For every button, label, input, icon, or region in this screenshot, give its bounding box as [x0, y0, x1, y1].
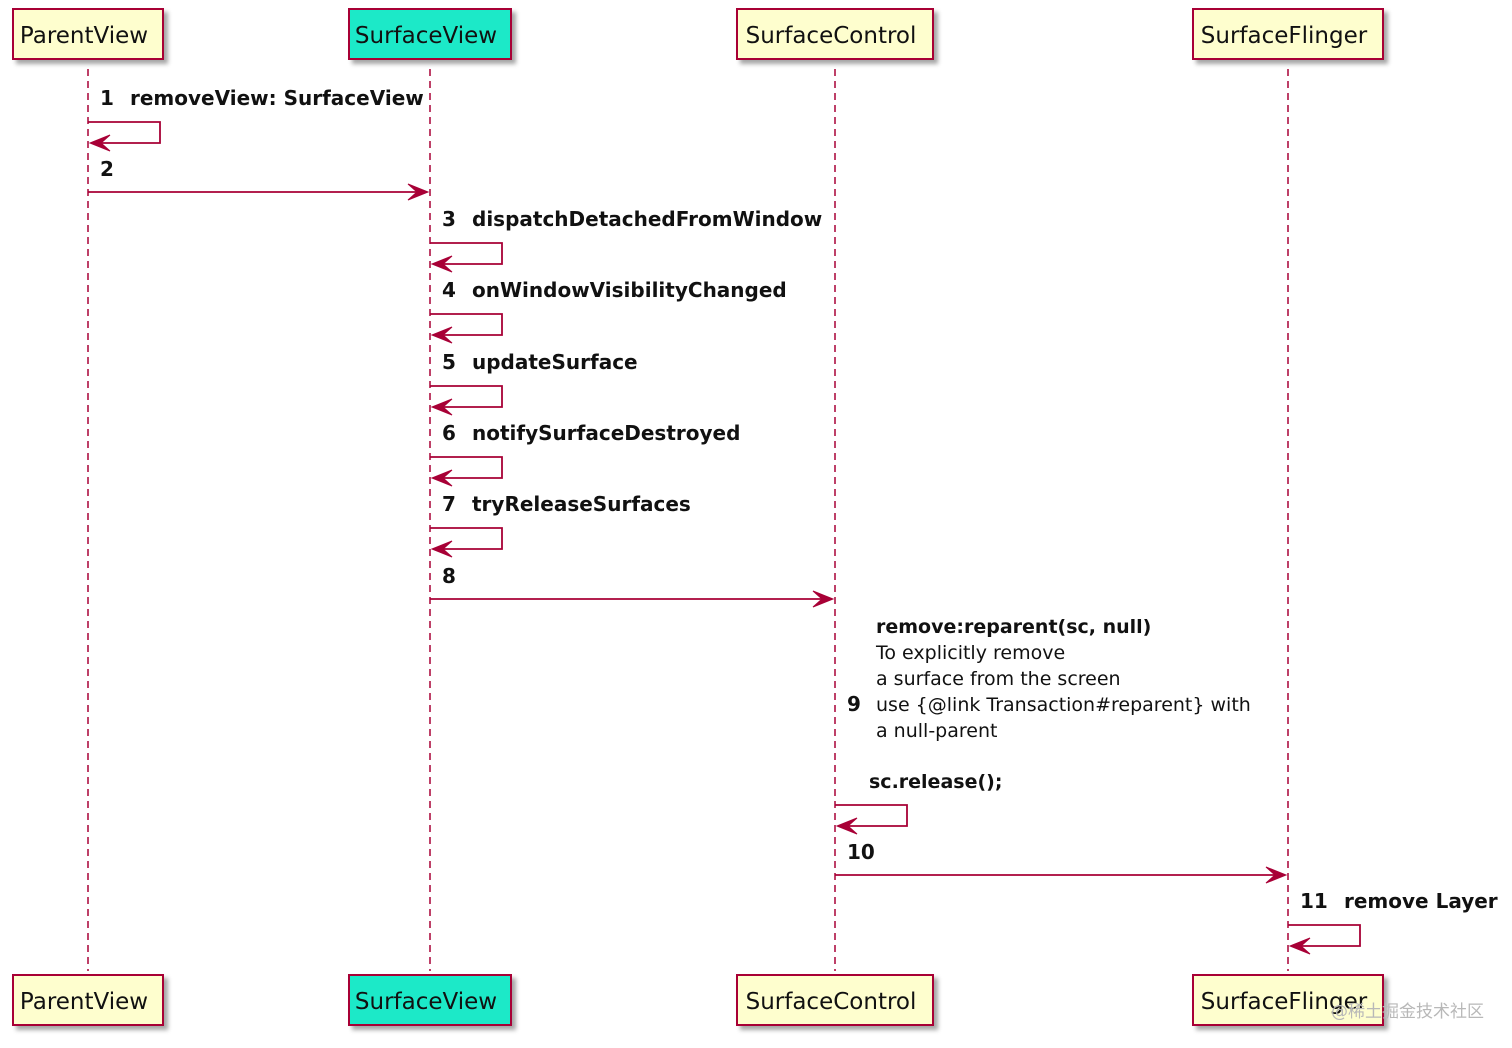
arrowhead — [407, 183, 430, 201]
self-message-arrow — [430, 456, 503, 479]
message-text-line: sc.release(); — [869, 771, 1002, 793]
message-text-line: a surface from the screen — [876, 668, 1121, 690]
message-number: 7 — [442, 492, 456, 516]
message-5: 5 updateSurface — [430, 350, 638, 416]
self-message-arrow — [430, 313, 503, 336]
message-label: notifySurfaceDestroyed — [472, 421, 740, 445]
arrowhead — [835, 817, 858, 835]
message-number: 2 — [100, 157, 114, 181]
message-11: 11 remove Layer — [1288, 889, 1498, 955]
message-text-line: To explicitly remove — [875, 642, 1065, 664]
arrowhead — [812, 590, 835, 608]
participant-box — [12, 974, 164, 1026]
participant-surfacecontrol-top: SurfaceControl — [736, 8, 934, 60]
message-number: 11 — [1300, 889, 1328, 913]
participant-parentview-top: ParentView — [12, 8, 164, 60]
message-number: 3 — [442, 207, 456, 231]
participant-label: SurfaceFlinger — [1201, 23, 1368, 49]
participant-box — [12, 8, 164, 60]
participant-box — [348, 8, 512, 60]
arrowhead — [1288, 937, 1311, 955]
message-label: tryReleaseSurfaces — [472, 492, 691, 516]
self-message-arrow — [1288, 924, 1361, 947]
message-10: 10 — [835, 840, 1288, 884]
participant-surfaceflinger-top: SurfaceFlinger — [1192, 8, 1384, 60]
messages: 1 removeView: SurfaceView 2 3 dispatchDetach… — [88, 86, 1498, 955]
participant-box — [1192, 8, 1384, 60]
self-message-arrow — [430, 242, 503, 265]
self-message-arrow — [430, 527, 503, 550]
participant-surfacecontrol-bottom: SurfaceControl — [736, 974, 934, 1026]
message-2: 2 — [88, 157, 430, 201]
message-number: 1 — [100, 86, 114, 110]
message-1: 1 removeView: SurfaceView — [88, 86, 424, 152]
message-number: 6 — [442, 421, 456, 445]
participant-label: SurfaceControl — [746, 989, 917, 1015]
self-message-arrow — [430, 385, 503, 408]
message-label: onWindowVisibilityChanged — [472, 278, 787, 302]
participant-label: SurfaceView — [355, 23, 497, 49]
participant-box — [736, 8, 934, 60]
message-number: 10 — [847, 840, 875, 864]
watermark-text: @稀土掘金技术社区 — [1331, 1002, 1484, 1022]
message-text-line: use {@link Transaction#reparent} with — [876, 694, 1251, 716]
participant-surfaceview-bottom: SurfaceView — [348, 974, 512, 1026]
message-number: 8 — [442, 564, 456, 588]
participant-surfaceflinger-bottom: SurfaceFlinger — [1192, 974, 1384, 1026]
message-7: 7 tryReleaseSurfaces — [430, 492, 691, 558]
participant-surfaceview-top: SurfaceView — [348, 8, 512, 60]
arrowhead — [430, 326, 453, 344]
message-8: 8 — [430, 564, 835, 608]
message-number: 5 — [442, 350, 456, 374]
message-4: 4 onWindowVisibilityChanged — [430, 278, 787, 344]
arrowhead — [88, 134, 111, 152]
self-message-arrow — [88, 121, 161, 144]
arrowhead — [430, 469, 453, 487]
self-message-arrow — [835, 804, 908, 827]
participant-label: SurfaceFlinger — [1201, 989, 1368, 1015]
arrowhead — [430, 255, 453, 273]
message-6: 6 notifySurfaceDestroyed — [430, 421, 740, 487]
message-label: remove Layer — [1344, 889, 1498, 913]
arrowhead — [430, 540, 453, 558]
message-label: removeView: SurfaceView — [130, 86, 424, 110]
participant-label: SurfaceView — [355, 989, 497, 1015]
arrowhead — [1265, 866, 1288, 884]
participant-box — [736, 974, 934, 1026]
message-9: 9 remove:reparent(sc, null) To explicitly … — [835, 616, 1251, 835]
participant-label: SurfaceControl — [746, 23, 917, 49]
participants: ParentViewParentViewSurfaceViewSurfaceVi… — [12, 8, 1384, 1026]
message-label: updateSurface — [472, 350, 638, 374]
participant-box — [1192, 974, 1384, 1026]
message-number: 9 — [847, 692, 861, 716]
message-number: 4 — [442, 278, 456, 302]
participant-box — [348, 974, 512, 1026]
message-label: dispatchDetachedFromWindow — [472, 207, 822, 231]
participant-parentview-bottom: ParentView — [12, 974, 164, 1026]
participant-label: ParentView — [20, 23, 148, 49]
message-text-line: remove:reparent(sc, null) — [876, 616, 1151, 638]
message-text-line: a null-parent — [876, 720, 997, 742]
message-3: 3 dispatchDetachedFromWindow — [430, 207, 822, 273]
lifelines — [87, 69, 1289, 971]
arrowhead — [430, 398, 453, 416]
participant-label: ParentView — [20, 989, 148, 1015]
